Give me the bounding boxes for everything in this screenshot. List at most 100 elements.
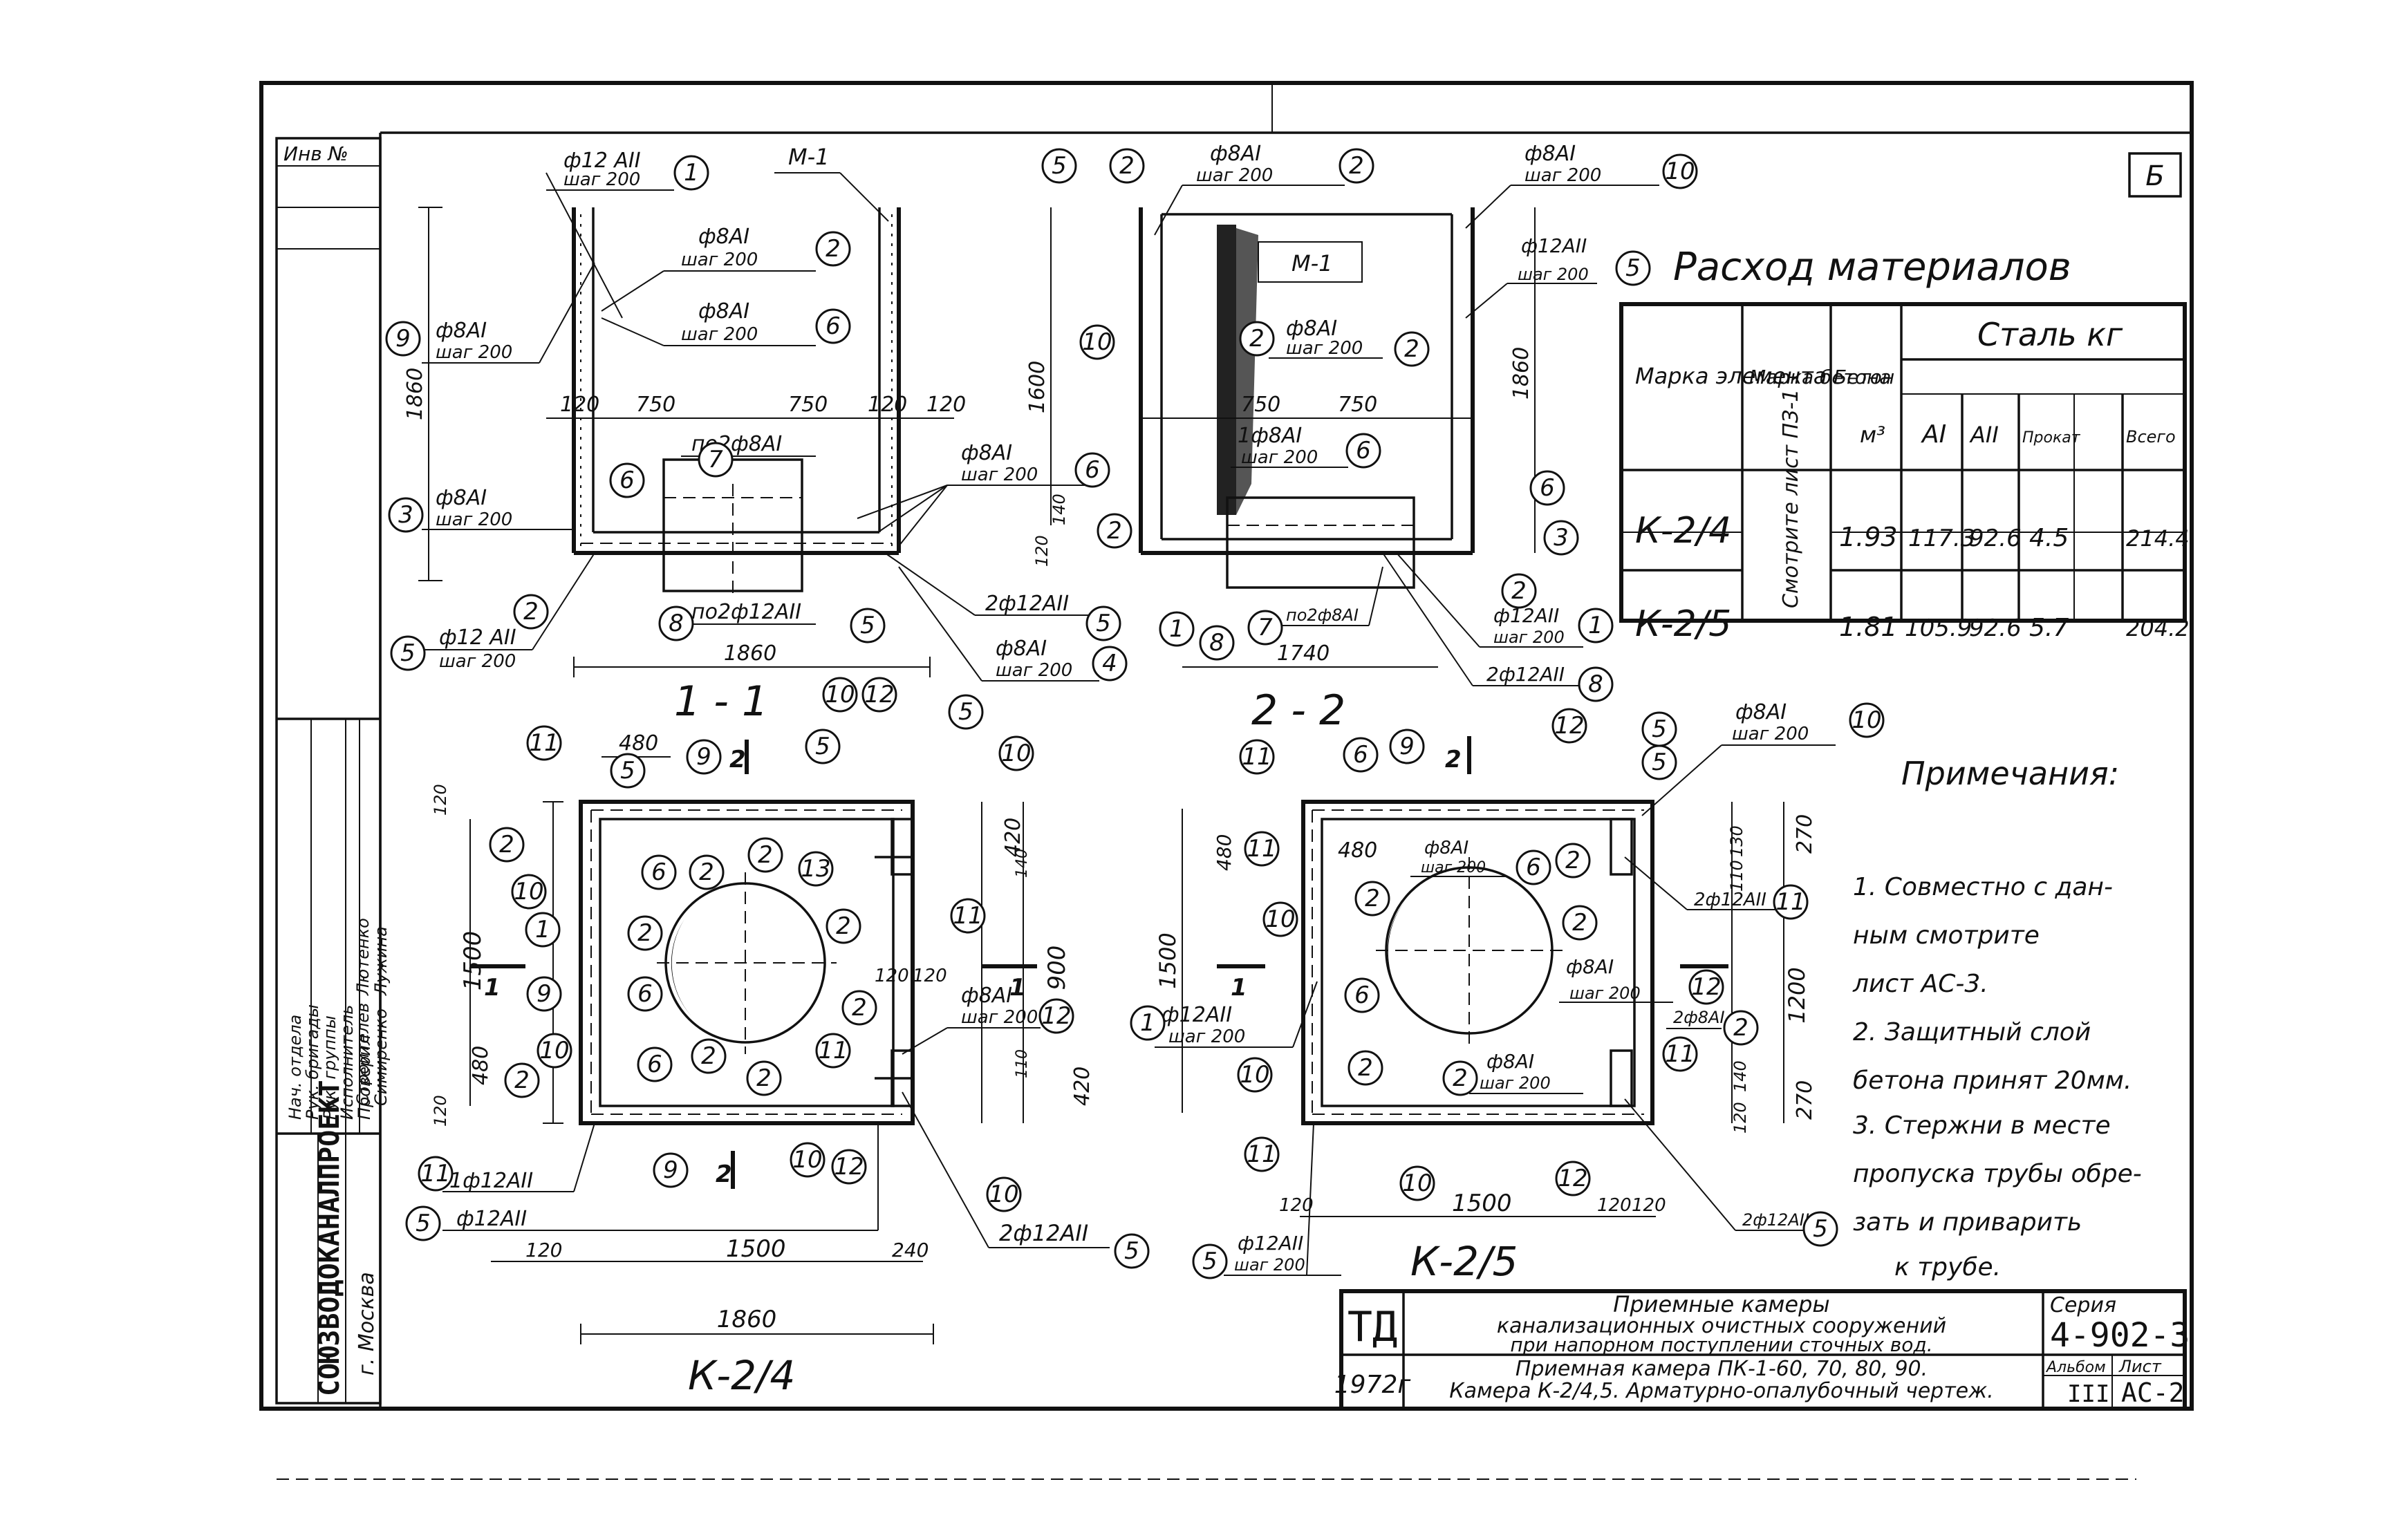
tl-step-h: шаг 200 — [996, 660, 1072, 681]
role-3: Исполнитель — [337, 1005, 357, 1120]
svg-text:2: 2 — [699, 858, 714, 886]
svg-text:2: 2 — [514, 1067, 530, 1094]
svg-text:5: 5 — [416, 1210, 431, 1237]
svg-text:1: 1 — [1588, 612, 1603, 639]
name-2: Лютенко — [353, 918, 373, 996]
tr-step-a: шаг 200 — [1196, 165, 1273, 186]
hdr-steel: Сталь кг — [1977, 316, 2123, 353]
s22-phi8-c: ф8АI — [1566, 955, 1614, 978]
svg-text:2: 2 — [1404, 335, 1419, 363]
svg-text:5: 5 — [1652, 715, 1667, 743]
svg-text:5: 5 — [815, 733, 830, 760]
tr-step-f: шаг 200 — [1493, 628, 1565, 647]
left-stamp-strip: Инв № — [275, 137, 382, 1405]
svg-text:1: 1 — [535, 916, 550, 943]
svg-text:8: 8 — [1209, 629, 1224, 657]
svg-text:1: 1 — [1140, 1009, 1155, 1037]
svg-text:2: 2 — [1572, 909, 1587, 937]
tb-album-label: Альбом — [2045, 1359, 2106, 1376]
note-line-0: 1. Совместно с дан- — [1853, 873, 2113, 901]
svg-text:2: 2 — [1453, 1064, 1468, 1092]
table-row: К-2/4 1.93 117.3 92.6 4.5 214.4 — [1635, 510, 2190, 552]
tl-po2phi12: по2ф12АII — [691, 600, 801, 624]
svg-text:9: 9 — [537, 980, 552, 1008]
tl-dim-2: 750 — [636, 393, 675, 417]
hdr-total: Всего — [2126, 427, 2176, 447]
s22-dim-v1500: 1500 — [1155, 932, 1181, 988]
svg-text:2: 2 — [836, 912, 851, 940]
s22-dim-b120b: 120 — [1597, 1195, 1632, 1216]
tb-line1: Приемные камеры — [1613, 1291, 1829, 1317]
s22-title: 2 - 2 — [1251, 686, 1345, 735]
notes-title: Примечания: — [1901, 755, 2119, 792]
svg-text:6: 6 — [619, 467, 635, 494]
svg-text:5: 5 — [1096, 610, 1111, 637]
s11-step: шаг 200 — [961, 1007, 1038, 1028]
s11-dim-480: 480 — [619, 731, 658, 755]
tl-phi12-b: ф12 АII — [439, 626, 516, 650]
s22-2phi12-b: 2ф12АII — [1742, 1210, 1809, 1230]
s22-step-a: шаг 200 — [1732, 724, 1809, 744]
s22-callouts: 11 6 9 12 5 5 10 11 2 6 2 2 10 11 1 6 12… — [1130, 702, 1885, 1279]
hdr-concrete-unit: м³ — [1860, 422, 1885, 448]
tl-step-e: шаг 200 — [436, 509, 512, 530]
tr-dim-3: 1740 — [1277, 641, 1330, 666]
tr-1phi8: 1ф8АI — [1238, 424, 1302, 448]
tl-phi12: ф12 АII — [563, 149, 641, 173]
s22-2phi8: 2ф8АI — [1673, 1008, 1725, 1027]
role-2: Рук. группы — [320, 1015, 339, 1120]
tr-m1: М-1 — [1291, 250, 1333, 276]
tr-2phi12: 2ф12АII — [1486, 663, 1565, 686]
s22-dim-120: 120 — [1731, 1102, 1750, 1134]
svg-text:6: 6 — [637, 980, 653, 1008]
table-row: К-2/5 1.81 105.9 92.6 5.7 204.2 — [1635, 603, 2190, 645]
s11-dim-r140: 140 — [1014, 849, 1031, 878]
row1-total: 204.2 — [2126, 615, 2190, 641]
tr-phi12-b: ф12АII — [1493, 604, 1559, 627]
tr-dim-2: 1860 — [1509, 347, 1533, 400]
row1-ai: 105.9 — [1905, 614, 1972, 642]
tl-2phi12: 2ф12АII — [985, 592, 1069, 616]
svg-text:10: 10 — [1265, 905, 1295, 933]
tr-dim-0: 750 — [1241, 393, 1280, 417]
svg-text:1: 1 — [1169, 615, 1184, 643]
svg-text:5: 5 — [1652, 749, 1667, 776]
row0-mark: К-2/4 — [1635, 510, 1731, 552]
svg-text:11: 11 — [1247, 1140, 1276, 1168]
svg-text:12: 12 — [1558, 1165, 1587, 1192]
org-city: г. Москва — [355, 1272, 379, 1375]
s11-dim-r420a: 420 — [1001, 818, 1025, 857]
svg-text:11: 11 — [529, 729, 559, 757]
tb-album: III — [2067, 1380, 2109, 1408]
svg-text:2: 2 — [1365, 885, 1380, 912]
tr-dim-1: 750 — [1338, 393, 1377, 417]
tl-dim-9: 1860 — [724, 641, 776, 666]
svg-text:10: 10 — [1082, 328, 1112, 356]
s22-step-b: шаг 200 — [1421, 859, 1486, 876]
section-2-2: 2 - 2 1500 480 480 130 110 270 1200 270 … — [1155, 686, 1836, 1285]
tl-phi8-c: ф8АI — [436, 319, 487, 343]
s22-phi8-d: ф8АI — [1486, 1050, 1534, 1073]
svg-text:6: 6 — [1354, 982, 1370, 1009]
tr-phi8-c: ф8АI — [1286, 317, 1337, 341]
svg-text:10: 10 — [825, 681, 855, 708]
s11-dim-120a: 120 — [875, 966, 909, 986]
svg-text:2: 2 — [637, 919, 653, 947]
s11-dim-b1860: 1860 — [717, 1306, 777, 1333]
note-line-6: пропуска трубы обре- — [1853, 1160, 2142, 1188]
note-line-2: лист АС-3. — [1852, 970, 1988, 998]
svg-text:2: 2 — [523, 598, 539, 626]
tr-phi12: ф12АII — [1521, 234, 1587, 257]
top-left-view: М-1 1860 120 750 750 120 120 1600 140 12… — [403, 144, 1099, 682]
s22-cut-left: 1 — [1231, 974, 1247, 1002]
tl-step-g: шаг 200 — [439, 651, 516, 672]
svg-text:5: 5 — [1052, 152, 1067, 180]
svg-text:12: 12 — [1041, 1002, 1071, 1030]
s22-phi12: ф12АII — [1162, 1003, 1232, 1027]
s11-cut-bottom: 2 — [716, 1161, 732, 1188]
tr-phi8-a: ф8АI — [1210, 142, 1261, 166]
hdr-concrete: Бетон — [1834, 366, 1894, 388]
tb-year: 1972г — [1334, 1371, 1412, 1399]
s22-step-d: шаг 200 — [1480, 1073, 1551, 1093]
